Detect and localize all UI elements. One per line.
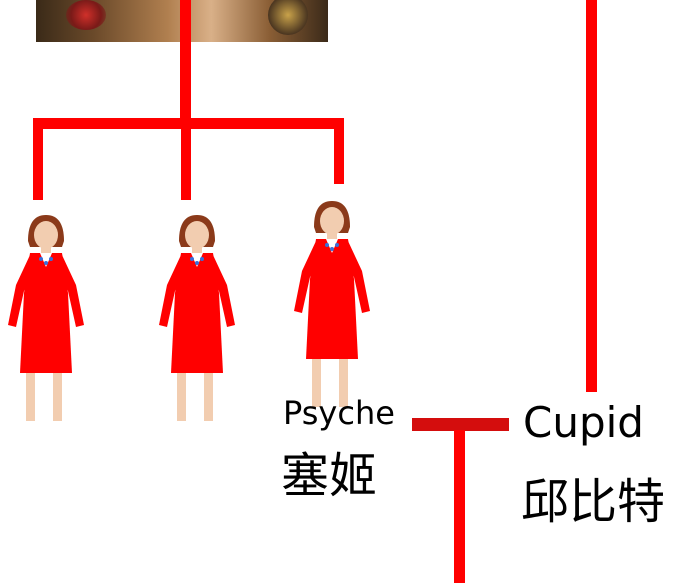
psyche-label-cn: 塞姬: [281, 448, 378, 504]
cupid-vertical-line: [586, 0, 597, 392]
cupid-label-cn: 邱比特: [521, 474, 666, 530]
cupid-label-en: Cupid: [523, 398, 644, 447]
branch-line-left: [33, 118, 43, 200]
branch-line-middle: [181, 118, 191, 200]
offspring-line: [454, 430, 465, 583]
psyche-label-en: Psyche: [283, 394, 395, 432]
branch-line-right: [334, 118, 344, 184]
woman-figure-1: [8, 215, 84, 421]
marriage-line: [412, 418, 509, 431]
woman-figure-2: [159, 215, 235, 421]
trunk-line: [180, 0, 191, 128]
woman-figure-3: [294, 201, 370, 407]
